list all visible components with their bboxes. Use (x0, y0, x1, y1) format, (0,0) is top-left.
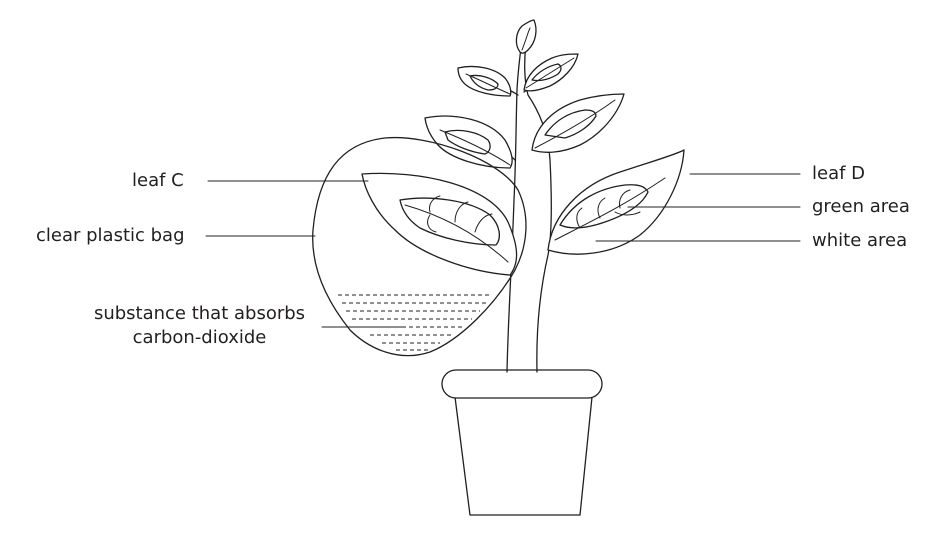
label-substance-line1: substance that absorbs (93, 303, 306, 324)
upper-right-leaf (531, 93, 625, 153)
plastic-bag (312, 136, 527, 357)
top-right-leaf (523, 53, 579, 92)
top-left-leaf (457, 65, 512, 97)
leader-lines (205, 173, 801, 328)
label-leaf-c: leaf C (132, 170, 184, 191)
label-white-area: white area (812, 230, 908, 251)
label-leaf-d: leaf D (812, 163, 866, 184)
label-green-area: green area (812, 196, 910, 217)
upper-left-leaf (424, 115, 513, 169)
label-substance-line2: carbon-dioxide (132, 327, 267, 348)
label-clear-plastic-bag: clear plastic bag (36, 225, 185, 246)
leaf-d-drawing (547, 149, 685, 255)
top-bud (515, 19, 537, 54)
flower-pot (441, 369, 603, 516)
leaf-c-drawing (361, 172, 518, 276)
co2-absorbent-substance (338, 294, 490, 351)
